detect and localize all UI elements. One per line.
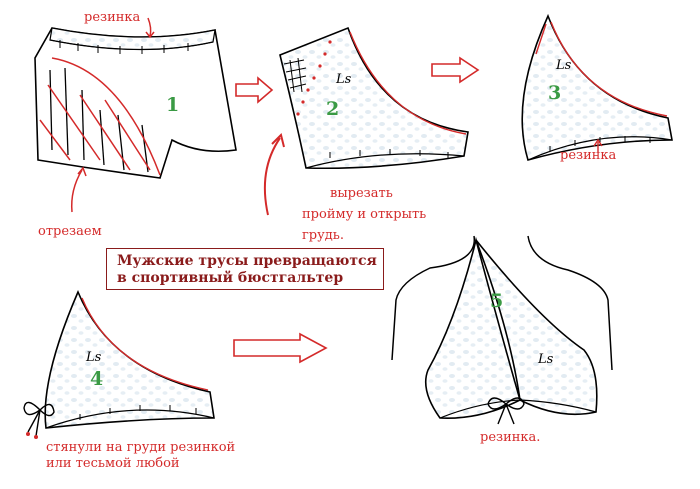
tie-label-line2: или тесьмой любой [46,456,180,471]
cut-armhole-line1: вырезать [330,186,393,201]
step2-drawing [263,26,469,216]
step-number-2: 2 [326,98,340,120]
step3-drawing [521,13,673,161]
cut-off-label: отрезаем [38,224,102,239]
step-number-1: 1 [166,94,180,116]
elastic-label-step3: резинка [560,148,617,163]
step-number-4: 4 [90,368,104,390]
briefs-drawing [34,17,237,213]
title-line2: в спортивный бюстгальтер [117,270,344,286]
title-box: Мужские трусы превращаются в спортивный … [106,248,384,290]
brand-mark-step3: Ls [556,58,572,73]
tie-label-line1: стянули на груди резинкой [46,440,236,455]
arrow-2-3 [431,56,480,84]
cut-armhole-line3: грудь. [302,228,344,243]
brand-mark-step2: Ls [336,72,352,87]
step4-drawing [23,289,215,439]
brand-mark-step4: Ls [86,350,102,365]
arrow-4-5 [233,332,328,364]
step5-drawing [391,235,613,425]
elastic-label-top: резинка [84,10,141,25]
arrow-1-2 [235,76,274,104]
step-number-5: 5 [490,290,504,312]
cut-armhole-line2: пройму и открыть [302,207,427,222]
title-line1: Мужские трусы превращаются [117,253,377,269]
step-number-3: 3 [548,82,562,104]
brand-mark-step5: Ls [538,352,554,367]
elastic-label-final: резинка. [480,430,541,445]
